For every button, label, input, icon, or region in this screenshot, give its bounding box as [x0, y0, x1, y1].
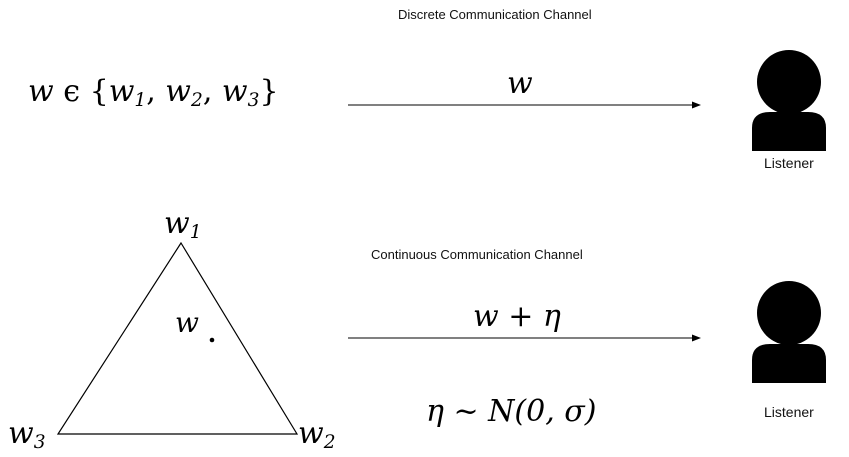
discrete-channel-title: Discrete Communication Channel	[398, 7, 592, 22]
simplex-triangle	[56, 241, 299, 435]
simplex-point	[209, 337, 215, 343]
noise-distribution-equation: η ~ N(0, σ)	[426, 394, 597, 429]
set-variable: w	[28, 74, 54, 109]
listener-label-bottom: Listener	[764, 404, 814, 420]
listener-label-top: Listener	[764, 155, 814, 171]
element-of-symbol: ϵ	[63, 74, 81, 109]
continuous-arrow	[348, 334, 701, 342]
set-item-w2: w2	[165, 74, 203, 112]
point-label-w: w	[175, 306, 199, 339]
discrete-arrow-label: w	[507, 66, 533, 101]
vertex-label-w3: w3	[8, 416, 46, 454]
set-item-w3: w3	[221, 74, 260, 112]
discrete-set-expression: w ϵ {w1, w2, w3}	[28, 74, 279, 112]
vertex-label-w1: w1	[164, 206, 202, 244]
person-icon	[752, 50, 826, 151]
continuous-channel-title: Continuous Communication Channel	[371, 247, 583, 262]
continuous-arrow-label: w + η	[473, 299, 561, 334]
vertex-label-w2: w2	[298, 416, 336, 454]
discrete-arrow	[348, 101, 701, 109]
set-close-brace: }	[259, 74, 279, 109]
set-item-w1: w1	[108, 74, 147, 112]
person-icon	[752, 281, 826, 383]
set-open-brace: {	[89, 74, 109, 109]
